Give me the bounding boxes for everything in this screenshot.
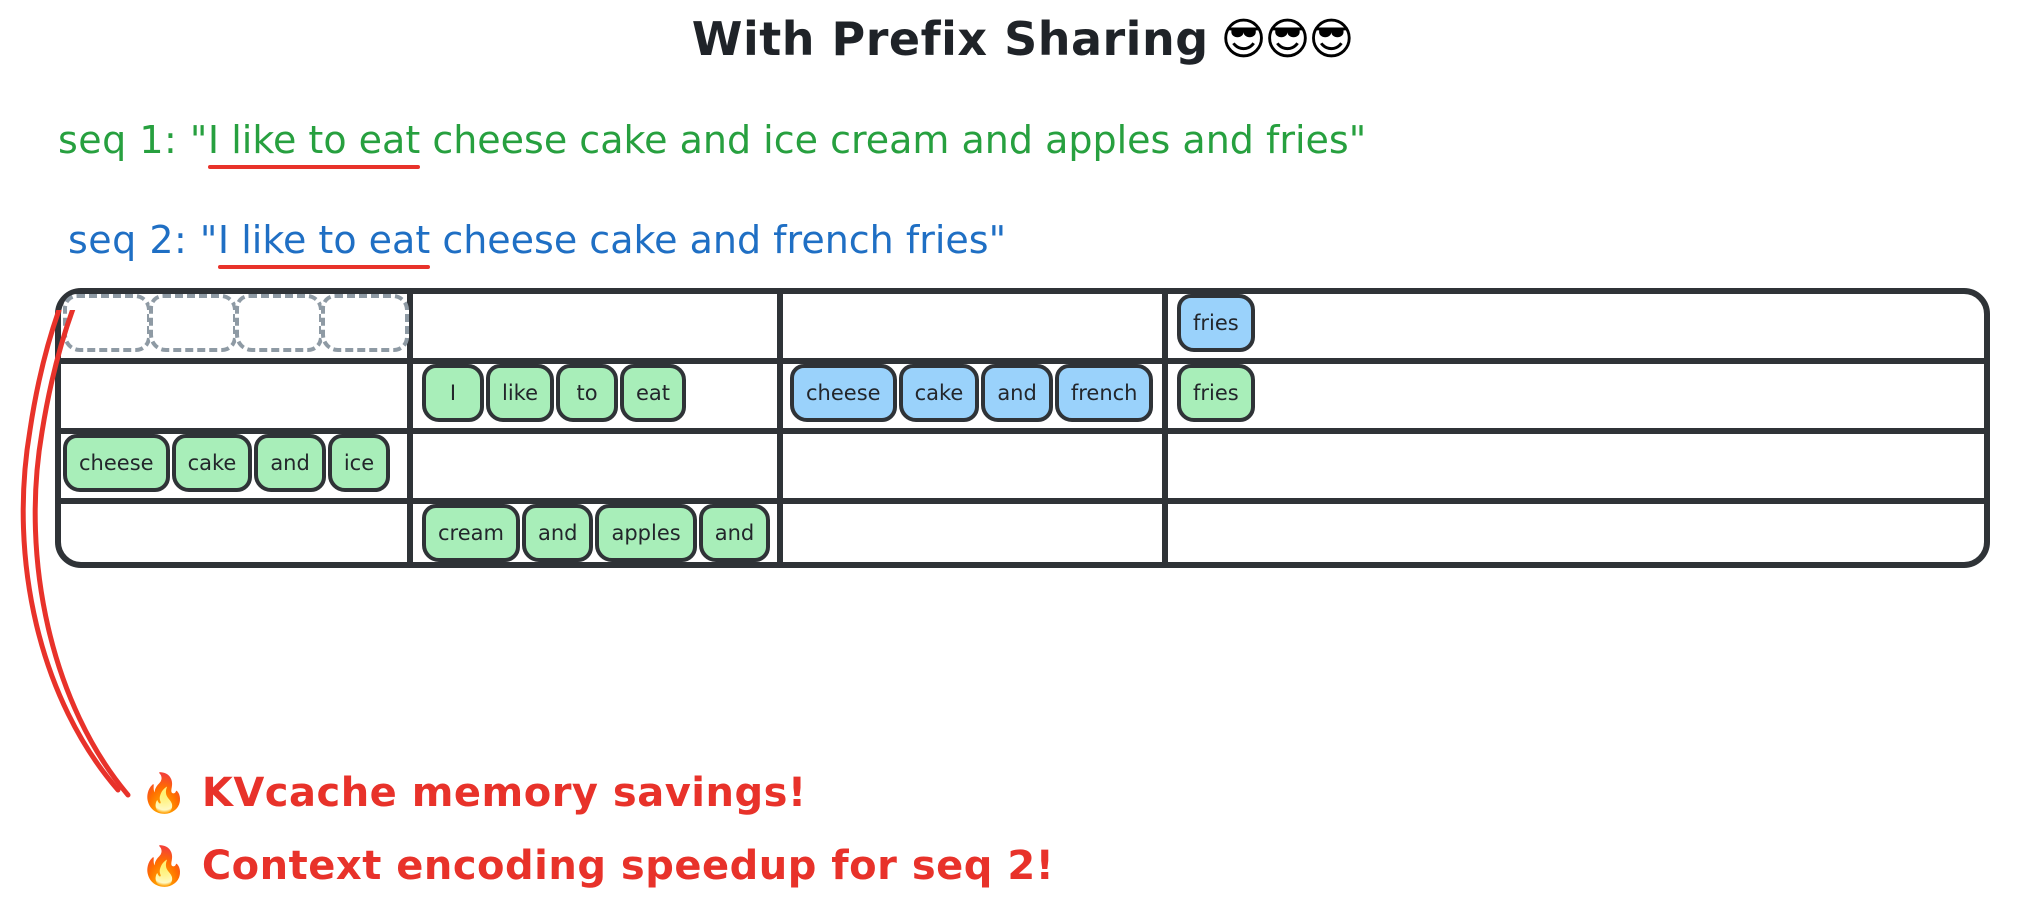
sequence-2-rest: cheese cake and french fries"	[430, 218, 1007, 262]
sequence-2-label: seq 2: "	[68, 218, 218, 262]
token-chip: cream	[422, 504, 520, 562]
callout-kvcache-savings-text: KVcache memory savings!	[201, 770, 807, 816]
token-chip: fries	[1177, 364, 1255, 422]
empty-token-slot	[321, 294, 409, 352]
grid-cell-r3-c3	[1165, 498, 1990, 568]
grid-col-divider-2	[777, 288, 783, 568]
grid-cell-r0-c1	[410, 288, 780, 358]
grid-cell-r1-c0	[55, 358, 410, 428]
token-chip: like	[486, 364, 555, 422]
token-chip: cheese	[790, 364, 897, 422]
token-chip: to	[556, 364, 619, 422]
fire-icon: 🔥	[140, 771, 188, 815]
sunglasses-emoji: 😎😎😎	[1220, 13, 1355, 65]
token-chip: eat	[620, 364, 687, 422]
token-chip: french	[1054, 364, 1154, 422]
token-chip: ice	[327, 434, 391, 492]
token-chip: cake	[171, 434, 253, 492]
grid-cell-r3-c0	[55, 498, 410, 568]
token-chip: apples	[595, 504, 697, 562]
sequence-2-line: seq 2: "I like to eat cheese cake and fr…	[68, 218, 1007, 269]
grid-row-divider-1	[55, 358, 1990, 364]
sequence-1-line: seq 1: "I like to eat cheese cake and ic…	[58, 118, 1367, 169]
token-chip: I	[422, 364, 484, 422]
grid-cell-r0-c3: fries	[1165, 288, 1990, 358]
token-chip: and	[698, 504, 771, 562]
grid-col-divider-1	[407, 288, 413, 568]
callout-context-speedup-text: Context encoding speedup for seq 2!	[201, 843, 1055, 889]
grid-row-divider-3	[55, 498, 1990, 504]
sequence-1-label: seq 1: "	[58, 118, 208, 162]
grid-row: fries	[55, 288, 1990, 358]
token-chip: and	[254, 434, 326, 492]
grid-cell-r3-c2	[780, 498, 1165, 568]
token-chip: and	[521, 504, 594, 562]
grid-cell-r2-c2	[780, 428, 1165, 498]
page-title-text: With Prefix Sharing	[691, 12, 1209, 66]
grid-col-divider-3	[1162, 288, 1168, 568]
grid-row-divider-2	[55, 428, 1990, 434]
grid-cell-r2-c3	[1165, 428, 1990, 498]
grid-cell-r1-c3: fries	[1165, 358, 1990, 428]
page-title: With Prefix Sharing😎😎😎	[0, 12, 2044, 66]
empty-token-slot	[235, 294, 323, 352]
callout-context-speedup: 🔥 Context encoding speedup for seq 2!	[140, 843, 1054, 889]
token-chip: cake	[898, 364, 980, 422]
sequence-1-shared-prefix: I like to eat	[207, 118, 421, 169]
fire-icon: 🔥	[140, 844, 188, 888]
callout-kvcache-savings: 🔥 KVcache memory savings!	[140, 770, 807, 816]
grid-cell-r2-c1	[410, 428, 780, 498]
token-chip: and	[981, 364, 1053, 422]
empty-token-slot	[149, 294, 237, 352]
sequence-2-shared-prefix: I like to eat	[217, 218, 431, 269]
sequence-1-rest: cheese cake and ice cream and apples and…	[420, 118, 1367, 162]
token-chip: fries	[1177, 294, 1255, 352]
token-chip: cheese	[63, 434, 170, 492]
grid-cell-r0-c0	[55, 288, 410, 358]
empty-token-slot	[63, 294, 151, 352]
grid-cell-r0-c2	[780, 288, 1165, 358]
